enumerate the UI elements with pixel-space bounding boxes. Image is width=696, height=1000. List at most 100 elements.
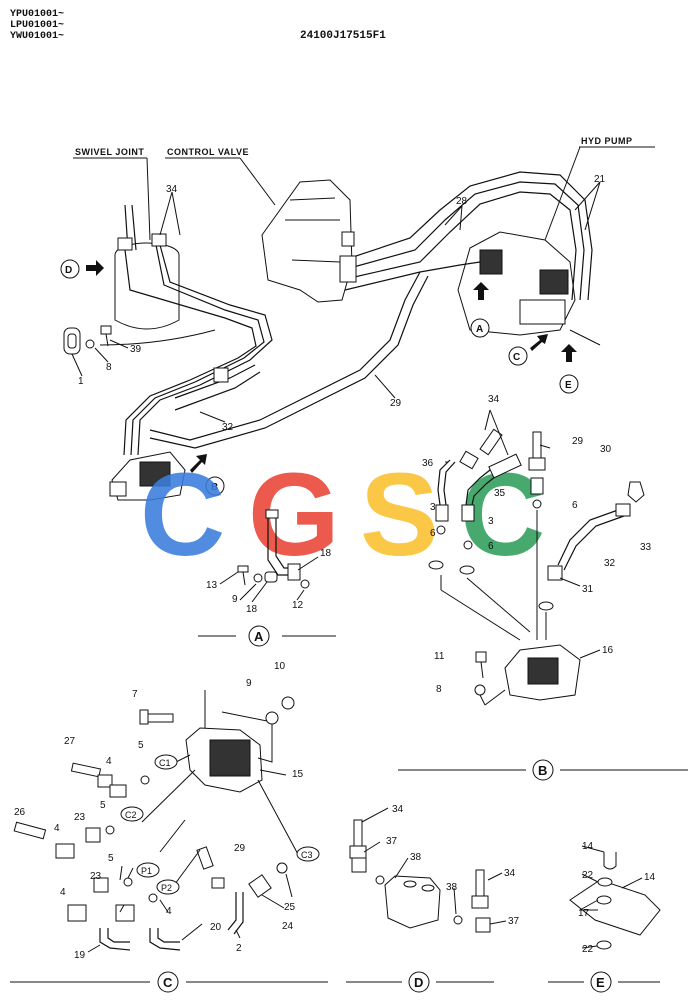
svg-text:B: B — [211, 482, 218, 493]
part-number-label: 4 — [166, 906, 172, 917]
part-number-label: 14 — [582, 841, 594, 852]
hyd-pump-label: HYD PUMP — [581, 136, 633, 146]
part-number-label: 16 — [602, 645, 614, 656]
part-number-label: 28 — [456, 196, 468, 207]
part-number-label: 38 — [410, 852, 422, 863]
port-label-c1: C1 — [154, 754, 178, 770]
part-number-label: 36 — [422, 458, 434, 469]
view-marker-d: D — [60, 259, 104, 279]
view-marker-a: A — [470, 282, 490, 338]
section-label-a: A — [248, 625, 270, 647]
part-number-label: 6 — [430, 528, 436, 539]
control-valve — [261, 179, 355, 303]
part-number-label: 10 — [274, 661, 286, 672]
selector-valve — [109, 451, 186, 501]
detail-d — [349, 807, 507, 933]
part-number-label: 32 — [604, 558, 616, 569]
detail-b — [428, 409, 645, 706]
clamp — [213, 367, 229, 383]
svg-text:C1: C1 — [159, 758, 171, 768]
part-number-label: 7 — [132, 689, 138, 700]
part-number-label: 5 — [100, 800, 106, 811]
part-number-label: 37 — [386, 836, 398, 847]
part-number-label: 23 — [74, 812, 86, 823]
serial-block: YPU01001~ LPU01001~ YWU01001~ — [10, 9, 64, 42]
port-label-c2: C2 — [120, 806, 144, 822]
part-number-label: 17 — [578, 908, 590, 919]
part-number-label: 30 — [600, 444, 612, 455]
port-label-c3: C3 — [296, 846, 320, 862]
part-number-label: 5 — [138, 740, 144, 751]
part-number-label: 27 — [64, 736, 76, 747]
part-number-label: 22 — [582, 870, 594, 881]
part-number-label: 19 — [74, 950, 86, 961]
part-number-label: 34 — [166, 184, 178, 195]
part-number-label: 6 — [572, 500, 578, 511]
section-label-b: B — [532, 759, 554, 781]
part-number-label: 4 — [106, 756, 112, 767]
part-number-label: 23 — [90, 871, 102, 882]
part-number-label: 32 — [222, 422, 234, 433]
svg-text:P1: P1 — [141, 866, 152, 876]
part-number-label: 38 — [446, 882, 458, 893]
part-number-label: 18 — [320, 548, 332, 559]
view-marker-c: C — [508, 334, 548, 366]
part-number-label: 13 — [206, 580, 218, 591]
part-number-label: 29 — [234, 843, 246, 854]
detail-a — [219, 509, 319, 603]
serial-line-2: LPU01001~ — [10, 20, 65, 31]
svg-text:E: E — [565, 380, 572, 391]
section-label-e: E — [590, 971, 612, 993]
svg-text:E: E — [596, 975, 605, 990]
view-marker-e: E — [559, 344, 579, 394]
part-number-label: 6 — [488, 541, 494, 552]
part-number-label: 21 — [594, 174, 606, 185]
part-number-label: 34 — [488, 394, 500, 405]
watermark-letter: C — [140, 449, 225, 581]
part-number-label: 25 — [284, 902, 296, 913]
svg-text:D: D — [65, 265, 72, 276]
part-number-label: 35 — [494, 488, 506, 499]
part-number-label: 18 — [246, 604, 258, 615]
part-number-label: 11 — [434, 651, 445, 662]
part-number-label: 34 — [392, 804, 404, 815]
svg-text:D: D — [414, 975, 423, 990]
watermark-letter: G — [248, 449, 340, 581]
bolt-39 — [100, 325, 112, 347]
part-number-label: 9 — [246, 678, 252, 689]
control-valve-label: CONTROL VALVE — [167, 147, 249, 157]
part-number-label: 14 — [644, 872, 656, 883]
part-number-label: 29 — [390, 398, 402, 409]
detail-c — [13, 690, 301, 953]
svg-text:C: C — [163, 975, 173, 990]
watermark-letter: S — [360, 449, 439, 581]
svg-text:C2: C2 — [125, 810, 137, 820]
swivel-joint — [99, 242, 216, 346]
part-number-label: 26 — [14, 807, 26, 818]
part-number-label: 4 — [60, 887, 66, 898]
part-number-label: 8 — [106, 362, 112, 373]
part-number-label: 39 — [130, 344, 142, 355]
view-marker-b: B — [190, 454, 225, 496]
watermark: C G S C — [140, 449, 545, 581]
part-number-label: 12 — [292, 600, 304, 611]
part-number-label: 8 — [436, 684, 442, 695]
serial-line-1: YPU01001~ — [10, 9, 65, 20]
detail-e — [569, 845, 661, 950]
part-number-label: 9 — [232, 594, 238, 605]
part-number-label: 22 — [582, 944, 594, 955]
svg-text:C: C — [513, 352, 520, 363]
part-number-label: 2 — [236, 943, 242, 954]
part-number-label: 34 — [504, 868, 516, 879]
bracket-1 — [63, 327, 81, 355]
port-label-p1: P1 — [136, 862, 160, 878]
swivel-fitting — [117, 237, 133, 251]
section-labels: A B C D E — [157, 625, 612, 993]
section-label-d: D — [408, 971, 430, 993]
part-number-label: 15 — [292, 769, 304, 780]
svg-text:A: A — [476, 324, 483, 335]
